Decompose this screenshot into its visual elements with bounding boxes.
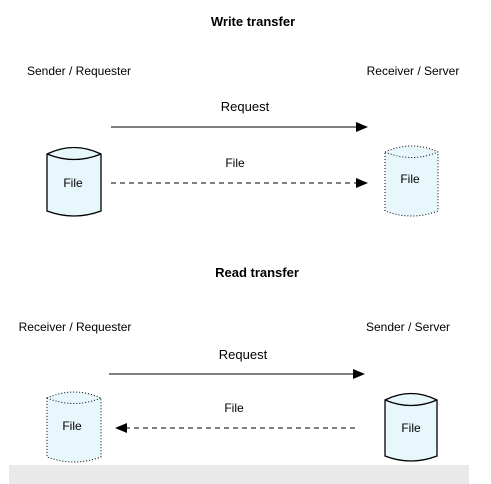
read-request-label: Request [219, 347, 268, 362]
write-sender-file-store-icon: File [46, 146, 102, 217]
write-right-role-label: Receiver / Server [367, 64, 460, 78]
read-right-role-label: Sender / Server [366, 320, 450, 334]
write-receiver-store-label: File [400, 172, 420, 186]
read-file-label: File [224, 401, 244, 415]
write-transfer-title: Write transfer [211, 14, 295, 29]
read-sender-cylinder-body [384, 392, 438, 462]
write-sender-cylinder-body [46, 146, 102, 217]
write-sender-store-label: File [63, 176, 83, 190]
write-receiver-file-store-icon: File [384, 145, 439, 217]
read-left-role-label: Receiver / Requester [19, 320, 132, 334]
write-receiver-cylinder-body [384, 145, 439, 217]
write-request-label: Request [221, 99, 270, 114]
write-sender-cylinder-rim [46, 153, 102, 161]
read-receiver-cylinder-rim [46, 397, 102, 404]
write-left-role-label: Sender / Requester [27, 64, 131, 78]
read-sender-cylinder-rim [384, 399, 438, 407]
footer-bar [9, 465, 469, 484]
write-transfer-section: Write transfer Sender / Requester Receiv… [27, 14, 460, 217]
read-receiver-cylinder-body [46, 391, 102, 463]
read-receiver-store-label: File [62, 419, 82, 433]
read-sender-file-store-icon: File [384, 392, 438, 462]
write-receiver-cylinder-rim [384, 151, 439, 158]
write-file-label: File [225, 156, 245, 170]
read-transfer-title: Read transfer [215, 265, 299, 280]
read-receiver-file-store-icon: File [46, 391, 102, 463]
read-transfer-section: Read transfer Receiver / Requester Sende… [19, 265, 450, 463]
read-sender-store-label: File [401, 421, 421, 435]
